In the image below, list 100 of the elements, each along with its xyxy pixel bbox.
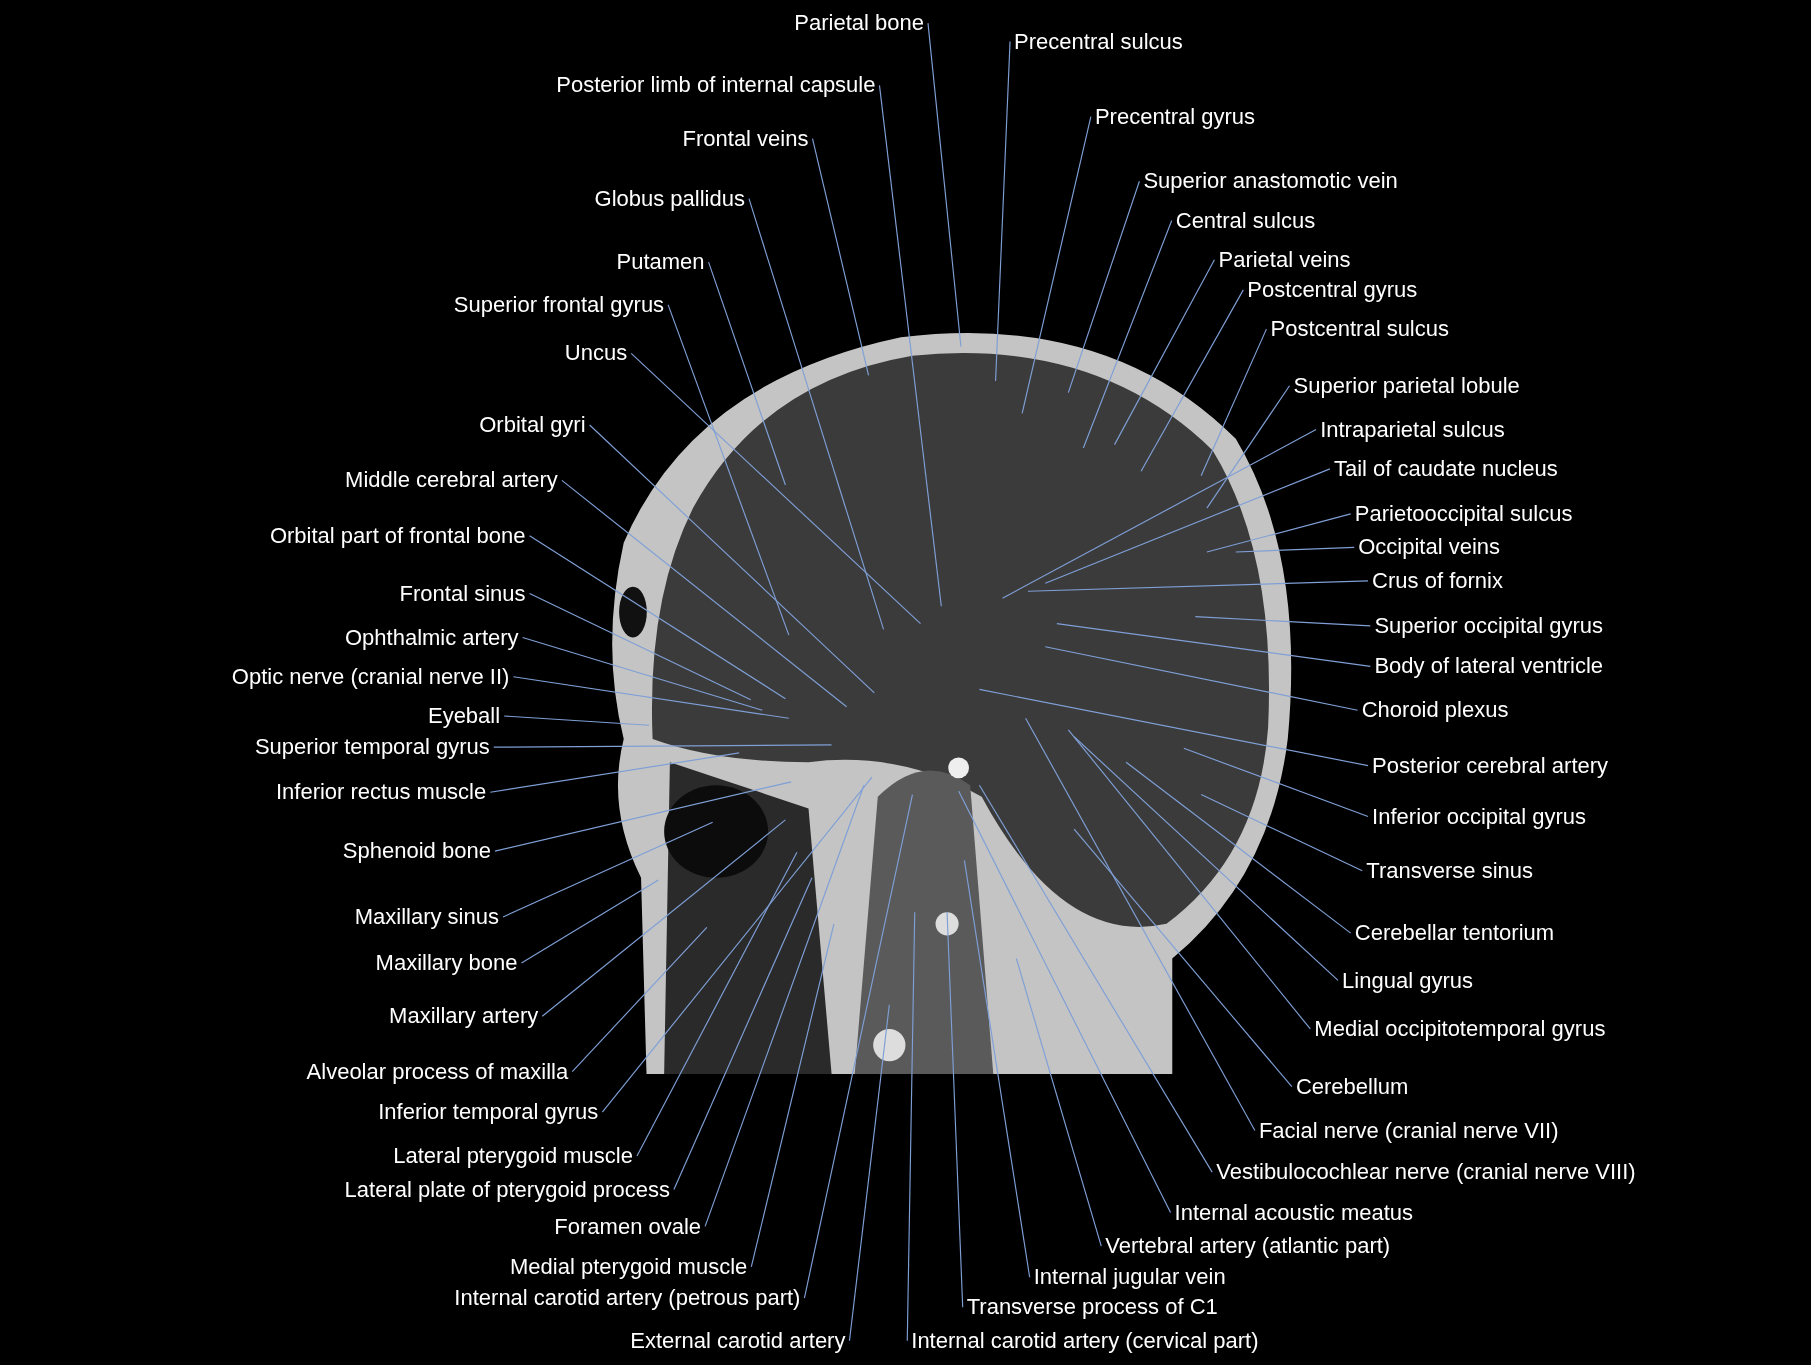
leader-line [1125, 761, 1352, 934]
structure-label: Tail of caudate nucleus [1334, 455, 1558, 482]
leader-line [1025, 717, 1256, 1132]
structure-label: Sphenoid bone [342, 838, 491, 865]
leader-line [667, 304, 790, 636]
structure-label: Precentral gyrus [1094, 103, 1256, 130]
structure-label: Choroid plexus [1361, 697, 1509, 724]
structure-label: Superior occipital gyrus [1374, 613, 1604, 639]
structure-label: Crus of fornix [1372, 567, 1503, 594]
leader-line [1067, 180, 1140, 394]
leader-line [1056, 623, 1371, 667]
structure-label: Posterior cerebral artery [1372, 752, 1609, 779]
leader-line [529, 593, 752, 701]
structure-label: Inferior occipital gyrus [1372, 803, 1587, 830]
leader-line [978, 784, 1213, 1173]
structure-label: Maxillary artery [389, 1003, 539, 1030]
leader-line [529, 535, 786, 700]
structure-label: Lingual gyrus [1342, 967, 1473, 994]
structure-label: Ophthalmic artery [344, 624, 519, 651]
structure-label: Alveolar process of maxilla [306, 1058, 569, 1085]
leader-line [1027, 580, 1369, 592]
structure-label: Orbital part of frontal bone [269, 522, 526, 549]
leader-line [1113, 259, 1215, 446]
leader-line [502, 821, 714, 918]
structure-label: Superior parietal lobule [1293, 372, 1520, 399]
structure-label: Transverse process of C1 [966, 1294, 1218, 1321]
structure-label: Parietal veins [1218, 246, 1351, 273]
leader-line [636, 851, 798, 1157]
structure-label: Globus pallidus [594, 185, 745, 212]
structure-label: Putamen [616, 249, 705, 276]
structure-label: Medial occipitotemporal gyrus [1314, 1016, 1606, 1043]
leader-line [1200, 793, 1363, 872]
structure-label: Precentral sulcus [1014, 28, 1183, 55]
leader-line [978, 688, 1369, 767]
structure-label: Internal carotid artery (petrous part) [454, 1285, 801, 1312]
leader-line [522, 636, 763, 711]
leader-line [848, 1004, 890, 1342]
leader-line [995, 41, 1011, 382]
structure-label: Internal acoustic meatus [1174, 1199, 1414, 1226]
leader-line [561, 479, 848, 708]
leader-line [489, 752, 740, 793]
leader-line [1206, 385, 1291, 509]
structure-label: Maxillary sinus [354, 904, 499, 931]
leader-line [906, 911, 916, 1342]
leader-line [704, 784, 865, 1227]
structure-label: Vertebral artery (atlantic part) [1105, 1233, 1391, 1260]
structure-label: Inferior rectus muscle [275, 779, 487, 806]
structure-label: Superior frontal gyrus [453, 291, 665, 318]
structure-label: Inferior temporal gyrus [378, 1099, 599, 1126]
structure-label: Central sulcus [1175, 207, 1316, 234]
leader-line [1021, 116, 1092, 414]
leader-line [1044, 468, 1331, 584]
leader-line [811, 138, 870, 376]
structure-label: Occipital veins [1358, 534, 1501, 561]
structure-label: Parietal bone [794, 10, 924, 37]
structure-label: Maxillary bone [375, 950, 518, 977]
leader-line [1001, 429, 1317, 599]
structure-label: Superior temporal gyrus [254, 734, 490, 761]
leader-line [878, 84, 942, 607]
leader-line [1200, 328, 1267, 477]
structure-label: Postcentral sulcus [1270, 316, 1449, 343]
structure-label: Internal jugular vein [1033, 1264, 1226, 1291]
structure-label: Frontal sinus [399, 580, 526, 607]
leader-line [589, 424, 875, 694]
leader-line [503, 715, 650, 726]
structure-label: Facial nerve (cranial nerve VII) [1258, 1117, 1559, 1144]
structure-label: Postcentral gyrus [1247, 276, 1418, 303]
structure-label: Transverse sinus [1366, 857, 1533, 884]
leader-line [1015, 957, 1102, 1247]
leader-line [1073, 828, 1293, 1088]
leader-line [601, 776, 873, 1113]
structure-label: Internal carotid artery (cervical part) [911, 1327, 1259, 1354]
structure-label: Middle cerebral artery [345, 467, 558, 494]
leader-line [946, 911, 964, 1308]
leader-line [750, 923, 835, 1268]
structure-label: External carotid artery [630, 1327, 846, 1354]
leader-line [673, 877, 813, 1191]
leader-line [748, 198, 885, 630]
leader-line [1235, 546, 1355, 553]
leader-line [493, 744, 833, 748]
leader-line [1067, 729, 1311, 1030]
leader-line [1140, 289, 1244, 472]
structure-label: Medial pterygoid muscle [510, 1254, 748, 1280]
leader-line [803, 793, 913, 1299]
leader-line [630, 352, 922, 625]
leader-line [958, 790, 1172, 1214]
leader-line [1194, 616, 1371, 627]
structure-label: Lateral plate of pterygoid process [344, 1176, 670, 1203]
structure-label: Foramen ovale [554, 1213, 702, 1240]
leader-line [520, 879, 659, 964]
leader-line [571, 926, 708, 1073]
structure-label: Body of lateral ventricle [1374, 653, 1604, 680]
structure-label: Orbital gyri [479, 412, 586, 438]
leader-line [541, 819, 786, 1017]
structure-label: Optic nerve (cranial nerve II) [231, 663, 510, 690]
structure-label: Eyeball [427, 703, 501, 730]
structure-label: Posterior limb of internal capsule [556, 72, 876, 99]
structure-label: Vestibulocochlear nerve (cranial nerve VIII) [1216, 1159, 1636, 1186]
leader-line [708, 261, 786, 486]
structure-label: Lateral pterygoid muscle [393, 1143, 633, 1170]
